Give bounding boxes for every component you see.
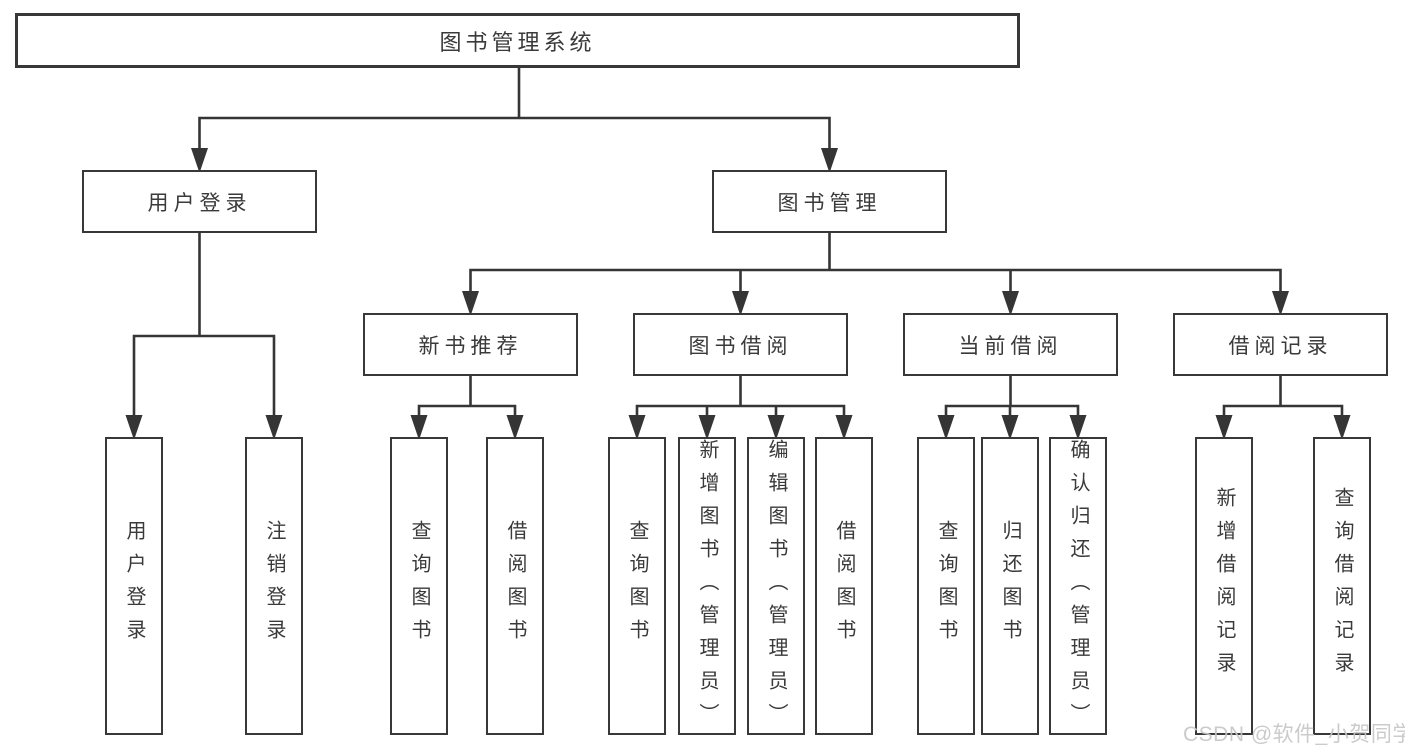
arrowhead-icon xyxy=(835,415,853,440)
arrowhead-icon xyxy=(1272,291,1289,316)
arrowhead-icon xyxy=(265,415,283,440)
arrowhead-icon xyxy=(821,148,838,173)
arrowhead-icon xyxy=(1069,415,1087,440)
node-leaf-cb-confirm-return-admin: 确认归还（管理员） xyxy=(1049,437,1107,735)
arrowhead-icon xyxy=(462,291,479,316)
arrowhead-icon xyxy=(698,415,716,440)
node-book-management-module: 图书管理 xyxy=(712,170,947,233)
node-leaf-cb-return-books: 归还图书 xyxy=(981,437,1039,735)
arrowhead-icon xyxy=(767,415,785,440)
node-leaf-nbr-borrow-books: 借阅图书 xyxy=(486,437,544,735)
node-leaf-cb-query-books: 查询图书 xyxy=(917,437,975,735)
csdn-watermark: CSDN @软件_小贺同学 xyxy=(1183,723,1405,746)
arrowhead-icon xyxy=(125,415,143,440)
node-borrowing-records: 借阅记录 xyxy=(1173,313,1388,376)
node-new-book-recommend: 新书推荐 xyxy=(363,313,578,376)
arrowhead-icon xyxy=(1001,415,1019,440)
arrowhead-icon xyxy=(1333,415,1351,440)
node-leaf-bb-add-books-admin: 新增图书（管理员） xyxy=(678,437,736,735)
node-book-borrowing: 图书借阅 xyxy=(633,313,848,376)
node-leaf-nbr-query-books: 查询图书 xyxy=(390,437,448,735)
arrowhead-icon xyxy=(191,148,208,173)
node-leaf-bb-edit-books-admin: 编辑图书（管理员） xyxy=(747,437,805,735)
arrowhead-icon xyxy=(732,291,749,316)
arrowhead-icon xyxy=(1002,291,1019,316)
arrowhead-icon xyxy=(410,415,428,440)
node-leaf-br-add-record: 新增借阅记录 xyxy=(1195,437,1253,735)
node-user-login-module: 用户登录 xyxy=(82,170,317,233)
node-leaf-bb-borrow-books: 借阅图书 xyxy=(815,437,873,735)
arrowhead-icon xyxy=(1215,415,1233,440)
node-leaf-bb-query-books: 查询图书 xyxy=(608,437,666,735)
arrowhead-icon xyxy=(937,415,955,440)
node-current-borrowing: 当前借阅 xyxy=(903,313,1118,376)
node-leaf-user-login: 用户登录 xyxy=(105,437,163,735)
node-leaf-logout: 注销登录 xyxy=(245,437,303,735)
node-root: 图书管理系统 xyxy=(15,13,1020,68)
arrowhead-icon xyxy=(628,415,646,440)
node-leaf-br-query-record: 查询借阅记录 xyxy=(1313,437,1371,735)
arrowhead-icon xyxy=(506,415,524,440)
